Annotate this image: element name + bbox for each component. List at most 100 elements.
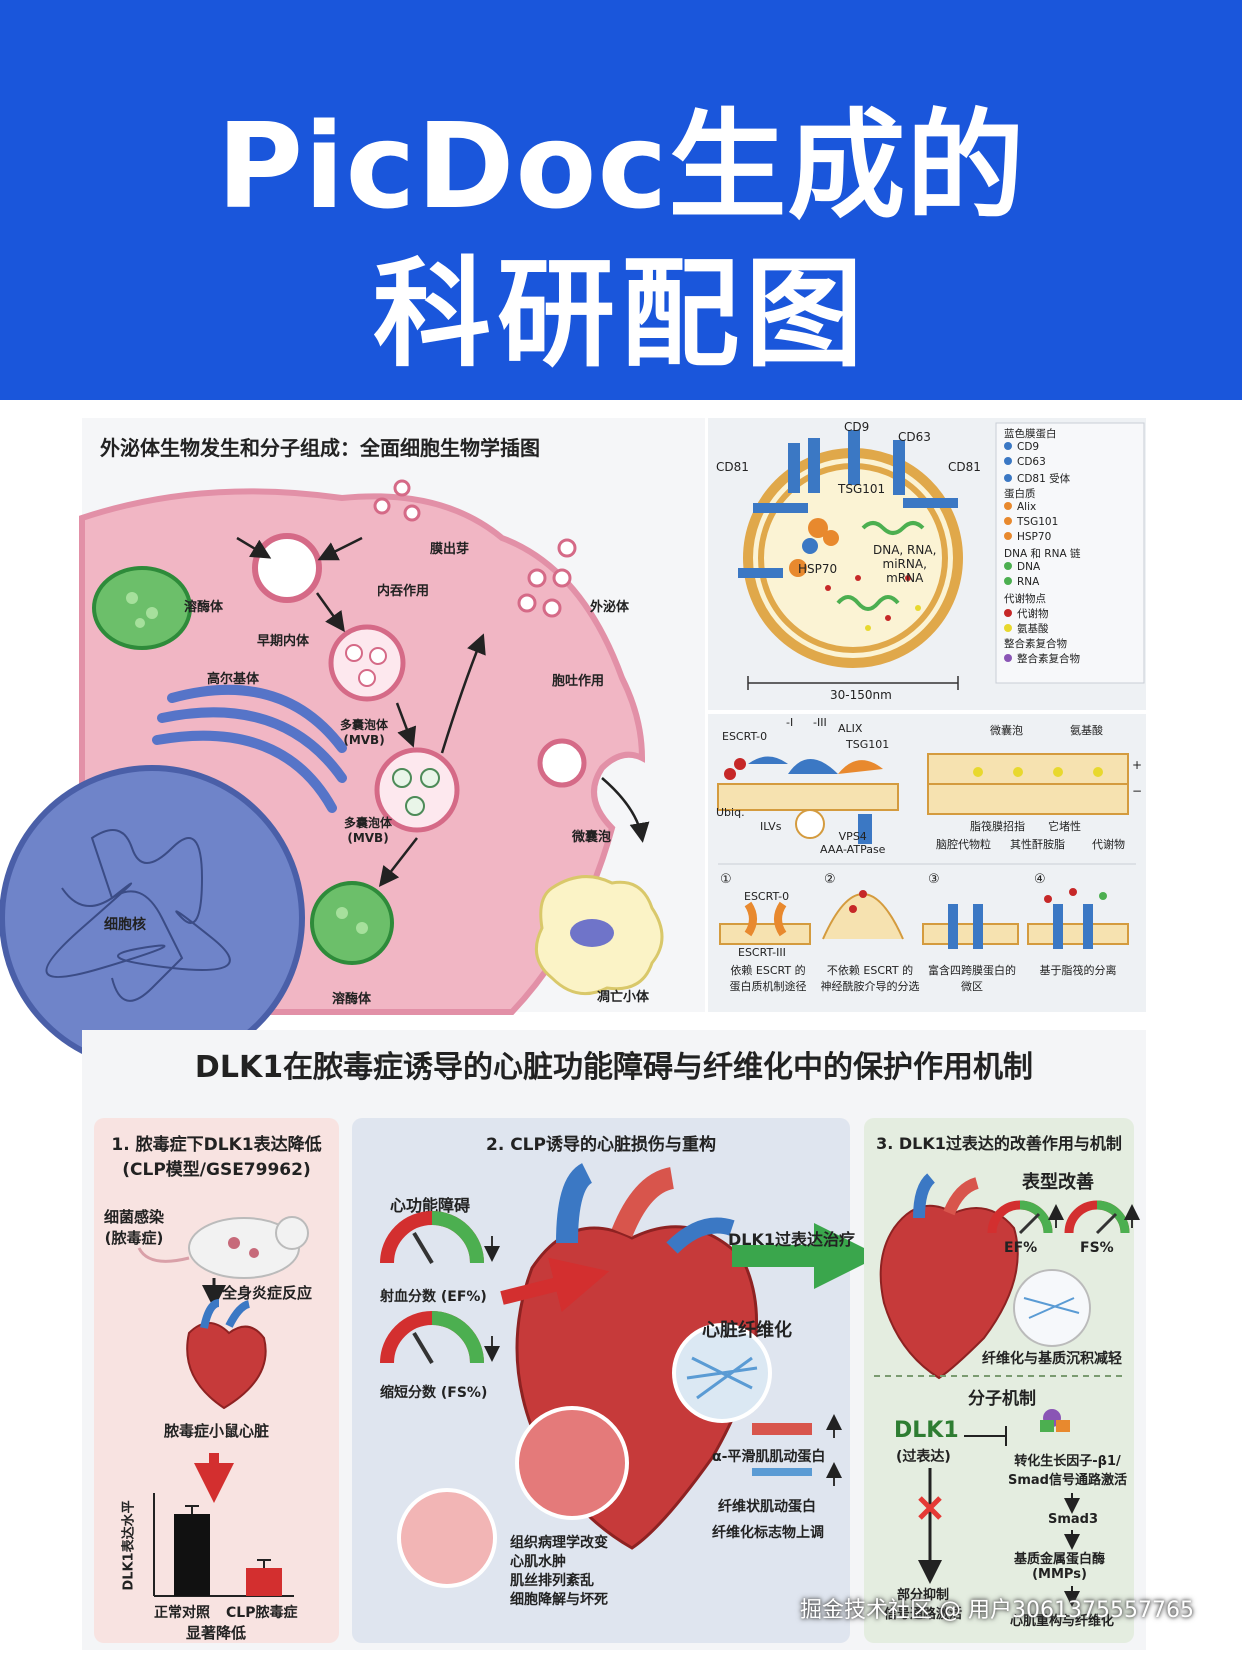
dlk1-figure: DLK1在脓毒症诱导的心脏功能障碍与纤维化中的保护作用机制 1. 脓毒症下DLK… [82,1030,1146,1650]
header-banner: PicDoc生成的 科研配图 [0,0,1242,400]
vesicle-label-size: 30-150nm [830,688,892,702]
panel3-mmp: 基质金属蛋白酶 (MMPs) [1014,1552,1106,1582]
escrt-label-escrt0: ESCRT-0 [722,730,768,743]
escrt-label-alix: ALIX [838,722,863,735]
panel3-reduced: 纤维化与基质沉积减轻 [982,1351,1122,1367]
label-exosome: 外泌体 [590,600,630,615]
legend-heading: 蛋白质 [1004,486,1036,501]
panel2-fs: 缩短分数 (FS%) [380,1385,488,1401]
bar-0 [174,1514,210,1596]
panel2-histo: 组织病理学改变 心肌水肿 肌丝排列紊乱 细胞降解与坏死 [510,1535,608,1608]
escrt-label-tsg101: TSG101 [846,738,890,751]
label-microvesicle: 微囊泡 [572,830,612,845]
step-2-number: ② [824,872,836,887]
label-nucleus: 细胞核 [104,917,146,933]
label-budding: 膜出芽 [430,542,470,557]
legend-text: 代谢物 [1017,608,1049,620]
escrt-label-plus: + [1132,758,1143,772]
legend-heading: 代谢物点 [1004,591,1046,606]
legend-text: CD9 [1017,441,1040,453]
panel2-dysfunction: 心功能障碍 [390,1196,471,1215]
dlk1-panel-3: 3. DLK1过表达的改善作用与机制 表型改善 EF% [864,1118,1140,1643]
step-1-number: ① [720,872,732,887]
panel3-title: 3. DLK1过表达的改善作用与机制 [876,1134,1122,1153]
label-golgi: 高尔基体 [207,672,260,687]
panel3-fs: FS% [1080,1240,1114,1256]
legend-item: 整合素复合物 [1004,651,1080,666]
label-endocytosis: 内吞作用 [377,584,430,599]
escrt-label-other-lipid: 其性酐胺脂 [1010,838,1065,851]
escrt-label-amino: 氨基酸 [1070,724,1103,737]
escrt-label-other: 它堵性 [1048,820,1081,833]
escrt-label-iii: -III [813,716,827,729]
escrt-label-ubiq: Ubiq. [716,806,745,819]
legend-item: 代谢物 [1004,606,1049,621]
cell-illustration [0,479,664,1071]
panel2-filament: 纤维状肌动蛋白 [718,1499,816,1515]
legend-item: CD9 [1004,441,1039,453]
escrt-label-lumen: 脑腔代物粒 [936,838,991,851]
legend-text: 蓝色膜蛋白 [1004,428,1057,440]
label-exocytosis: 胞吐作用 [552,674,605,689]
panel1-inflammation: 全身炎症反应 [222,1284,313,1302]
legend-text: RNA [1017,576,1040,588]
legend-swatch [1004,457,1012,465]
panel3-remodel: 心肌重构与纤维化 [1010,1614,1115,1629]
bar-label-control: 正常对照 [154,1605,210,1621]
legend-text: TSG101 [1017,516,1059,528]
legend-item: DNA [1004,561,1040,573]
legend-text: 氨基酸 [1017,623,1049,635]
vesicle-label-hsp70: HSP70 [798,562,838,576]
legend-swatch [1004,532,1012,540]
banner-title-line2: 科研配图 [372,245,869,383]
legend-text: 整合素复合物 [1004,638,1067,650]
panel1-significant: 显著降低 [186,1624,247,1642]
vesicle-label-nucleic: DNA, RNA, miRNA, mRNA [873,543,937,585]
label-lysosome-bottom: 溶酶体 [332,992,372,1007]
escrt-panel: ESCRT-0 -I -III ALIX TSG101 Ubiq. ILVs V… [708,714,1146,1012]
legend-heading: DNA 和 RNA 链 [1004,546,1080,561]
exosome-figure-title: 外泌体生物发生和分子组成：全面细胞生物学插图 [100,436,540,460]
label-apoptotic-body: 凋亡小体 [597,990,650,1005]
panel3-over: (过表达) [896,1449,951,1465]
panel2-illustration [380,1163,880,1588]
legend-text: DNA 和 RNA 链 [1004,548,1081,560]
label-mvb-2: 多囊泡体 (MVB) [344,816,393,845]
legend-item: TSG101 [1004,516,1058,528]
legend-swatch [1004,624,1012,632]
panel3-ef: EF% [1004,1240,1038,1256]
panel3-tgf: 转化生长因子-β1/ Smad信号通路激活 [1008,1454,1127,1488]
panel2-fibrosis: 心脏纤维化 [702,1320,792,1341]
step-3-number: ③ [928,872,940,887]
legend-swatch [1004,474,1012,482]
legend-item: CD63 [1004,456,1046,468]
vesicle-illustration [738,422,1145,690]
escrt-label-ilvs: ILVs [760,820,782,833]
legend-text: 整合素复合物 [1017,653,1080,665]
panel3-dlk1: DLK1 [894,1418,959,1443]
vesicle-label-tsg101: TSG101 [838,482,886,496]
exosome-vesicle-panel: CD9 CD63 CD81 CD81 TSG101 HSP70 DNA, RNA… [708,418,1146,710]
legend-text: HSP70 [1017,531,1052,543]
label-mvb-1: 多囊泡体 (MVB) [340,718,389,747]
legend-text: CD63 [1017,456,1046,468]
dlk1-bar-chart [174,1505,282,1596]
step-1-caption: 依赖 ESCRT 的 蛋白质机制途径 [729,964,807,993]
escrt-label-vps4: VPS4 AAA-ATPase [820,830,886,856]
vesicle-label-cd9: CD9 [844,420,870,434]
step-1-bottom: ESCRT-III [738,946,786,959]
banner-title-line1: PicDoc生成的 [216,97,1026,235]
legend-heading: 整合素复合物 [1004,636,1067,651]
legend-swatch [1004,654,1012,662]
legend-swatch [1004,442,1012,450]
panel1-title: 1. 脓毒症下DLK1表达降低 (CLP模型/GSE79962) [111,1135,322,1180]
mouse-icon [137,1216,309,1597]
dlk1-panel-1: 1. 脓毒症下DLK1表达降低 (CLP模型/GSE79962) 细菌感染 (脓… [94,1118,339,1643]
legend-swatch [1004,562,1012,570]
escrt-label-i: -I [786,716,794,729]
legend-item: Alix [1004,501,1036,513]
label-lysosome-top: 溶酶体 [184,600,224,615]
panel1-ylabel: DLK1表达水平 [121,1500,137,1591]
panel2-ef: 射血分数 (EF%) [380,1289,487,1305]
legend-text: Alix [1017,501,1037,513]
